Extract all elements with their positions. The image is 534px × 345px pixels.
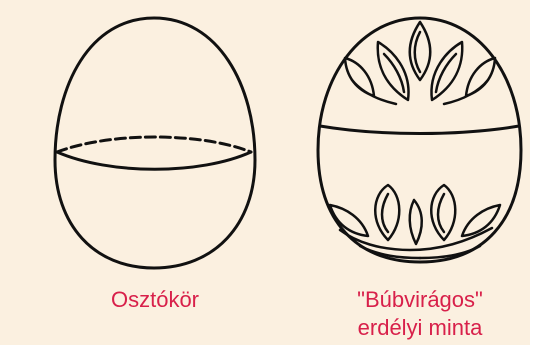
plain-egg (55, 18, 255, 268)
plain-egg-caption: Osztókör (60, 286, 250, 314)
decorated-egg-caption-line1: "Búbvirágos" (310, 286, 530, 314)
decorated-egg-outline (318, 18, 521, 262)
decorated-egg-caption: "Búbvirágos" erdélyi minta (310, 286, 530, 342)
equator-back-dashed (57, 137, 251, 152)
decorated-egg (318, 18, 521, 262)
decorated-egg-equator (320, 126, 519, 134)
decorated-egg-caption-line2: erdélyi minta (310, 314, 530, 342)
equator-front-line (57, 152, 251, 169)
